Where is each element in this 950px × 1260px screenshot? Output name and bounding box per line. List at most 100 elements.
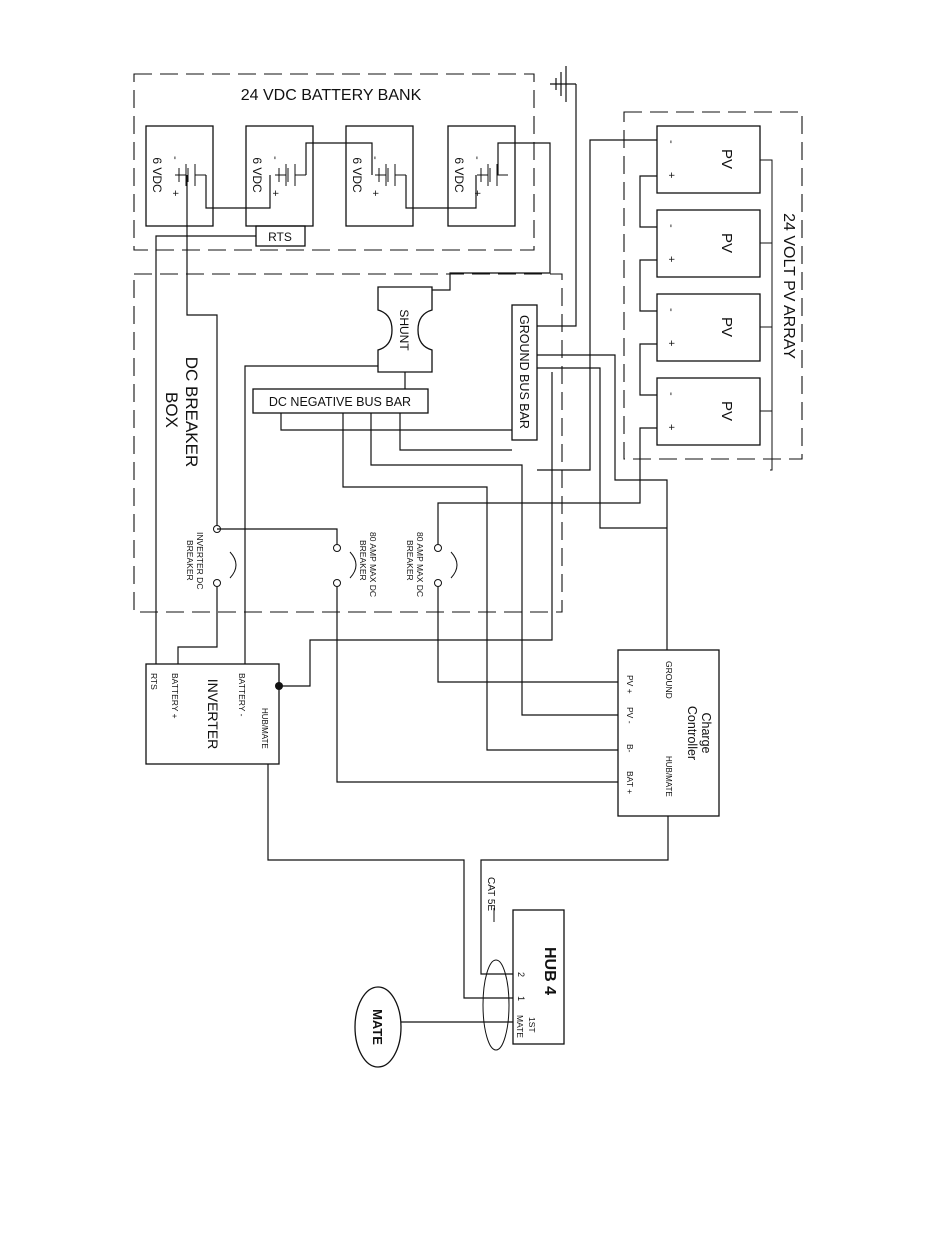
cat5e-cable-bundle: [482, 959, 510, 1051]
breaker-label: BREAKER: [358, 540, 368, 581]
cc-bat-pos-terminal: BAT +: [625, 771, 635, 794]
hub-mate-port-line2: MATE: [515, 1015, 525, 1038]
earth-ground-icon: [550, 66, 576, 102]
battery-bank-enclosure: [133, 73, 535, 251]
charge-controller-title-line1: Charge: [699, 713, 713, 754]
pv-panel-box: [656, 377, 761, 446]
rts-label: RTS: [268, 230, 292, 244]
pv-breaker-80a: 80 AMP MAX DC BREAKER: [333, 532, 378, 597]
battery-jumper: [305, 142, 373, 175]
mate-ellipse: [354, 986, 402, 1068]
hub-mate-port-line1: 1ST: [527, 1017, 537, 1033]
pv-neg-sign: -: [665, 140, 677, 144]
breaker-box-title-line1: DC BREAKER: [182, 357, 201, 468]
ground-bus-bar: [511, 304, 538, 441]
battery-breaker-80a: 80 AMP MAX DC BREAKER: [405, 532, 458, 597]
cc-ground-terminal: GROUND: [664, 661, 674, 699]
inverter-title: INVERTER: [205, 679, 221, 750]
pv-pos-sign: +: [665, 340, 677, 346]
inverter-rts-terminal: RTS: [149, 673, 159, 690]
hub-4: HUB 4 2 1 1ST MATE CAT 5E: [482, 877, 565, 1051]
pv-panel-label: PV: [718, 149, 735, 169]
battery-neg-sign: -: [471, 156, 483, 160]
dc-negative-bus-bar: [252, 388, 429, 414]
mate-remote: MATE: [354, 986, 402, 1068]
hub-port-2: 2: [516, 972, 526, 977]
inverter-hubmate-terminal: HUB/MATE: [260, 708, 269, 749]
pv-neg-sign: -: [665, 224, 677, 228]
pv-jumper: [639, 343, 657, 396]
pv-panel-2: PV - +: [656, 209, 761, 278]
pv-panel-label: PV: [718, 401, 735, 421]
battery-neg-sign: -: [269, 156, 281, 160]
cc-pv-pos-terminal: PV +: [625, 675, 635, 694]
battery-cell-1: 6 VDC - +: [145, 125, 214, 227]
breaker-label: 80 AMP MAX DC: [368, 532, 378, 597]
wiring: [155, 84, 669, 1023]
pv-pos-sign: +: [665, 172, 677, 178]
pv-panel-4: PV - +: [656, 377, 761, 446]
battery-neg-sign: -: [169, 156, 181, 160]
pv-frame-ground: [760, 159, 773, 471]
dc-negative-bus-bar-label: DC NEGATIVE BUS BAR: [269, 395, 411, 409]
hub-box: [512, 909, 565, 1045]
inverter-dc-breaker: INVERTER DC BREAKER: [185, 525, 237, 589]
battery-voltage: 6 VDC: [350, 157, 364, 193]
hub-title: HUB 4: [541, 947, 558, 995]
breaker-label: 80 AMP MAX DC: [415, 532, 425, 597]
battery-pos-sign: +: [169, 190, 181, 196]
battery-cell-4: 6 VDC - +: [447, 125, 516, 227]
breaker-box-title-line2: BOX: [162, 392, 181, 428]
shunt-label: SHUNT: [397, 309, 411, 351]
battery-jumper: [405, 175, 477, 209]
battery-voltage: 6 VDC: [452, 157, 466, 193]
pv-pos-sign: +: [665, 256, 677, 262]
pv-neg-sign: -: [665, 392, 677, 396]
breaker-box-enclosure: [133, 273, 563, 613]
inverter: INVERTER RTS BATTERY + BATTERY - HUB/MAT…: [145, 663, 283, 765]
cc-pv-neg-terminal: PV -: [625, 707, 635, 724]
dc-breaker-box: DC BREAKER BOX SHUNT DC NEGATIVE BUS BAR…: [133, 273, 563, 613]
pv-panel-box: [656, 293, 761, 362]
pv-panel-3: PV - +: [656, 293, 761, 362]
inverter-battery-neg-terminal: BATTERY -: [237, 673, 247, 717]
battery-cell-box: [447, 125, 516, 227]
pv-panel-label: PV: [718, 233, 735, 253]
breaker-label: INVERTER DC: [195, 532, 205, 589]
battery-jumper: [205, 175, 271, 209]
pv-pos-sign: +: [665, 424, 677, 430]
cat5e-cable-label: CAT 5E: [485, 877, 496, 911]
inverter-battery-pos-terminal: BATTERY +: [170, 673, 180, 719]
pv-panel-box: [656, 209, 761, 278]
battery-voltage: 6 VDC: [150, 157, 164, 193]
pv-neg-sign: -: [665, 308, 677, 312]
battery-pos-sign: +: [471, 190, 483, 196]
battery-cell-box: [145, 125, 214, 227]
inverter-box: [145, 663, 280, 765]
hub-port-1: 1: [516, 996, 526, 1001]
cc-hubmate-terminal: HUB/MATE: [664, 756, 673, 797]
pv-panel-label: PV: [718, 317, 735, 337]
battery-pos-sign: +: [269, 190, 281, 196]
battery-cell-2: 6 VDC - +: [245, 125, 314, 227]
pv-array-title: 24 VOLT PV ARRAY: [780, 213, 797, 359]
pv-jumper: [639, 175, 657, 228]
battery-pos-sign: +: [369, 190, 381, 196]
pv-jumper: [639, 259, 657, 312]
pv-array: 24 VOLT PV ARRAY PV - + PV - + PV - + PV…: [623, 111, 803, 471]
breaker-label: BREAKER: [185, 540, 195, 581]
mate-label: MATE: [370, 1009, 385, 1045]
battery-bank-title: 24 VDC BATTERY BANK: [241, 87, 422, 104]
pv-panel-box: [656, 125, 761, 194]
charge-controller: Charge Controller GROUND HUB/MATE PV + P…: [617, 649, 720, 817]
breaker-label: BREAKER: [405, 540, 415, 581]
pv-array-enclosure: [623, 111, 803, 460]
ground-bus-bar-label: GROUND BUS BAR: [517, 315, 531, 429]
battery-cell-3: 6 VDC - +: [345, 125, 414, 227]
battery-bank: 24 VDC BATTERY BANK 6 VDC - + 6 VDC - + …: [133, 73, 535, 251]
battery-neg-sign: -: [369, 156, 381, 160]
cc-b-neg-terminal: B-: [625, 744, 635, 753]
pv-panel-1: PV - +: [656, 125, 761, 194]
battery-voltage: 6 VDC: [250, 157, 264, 193]
